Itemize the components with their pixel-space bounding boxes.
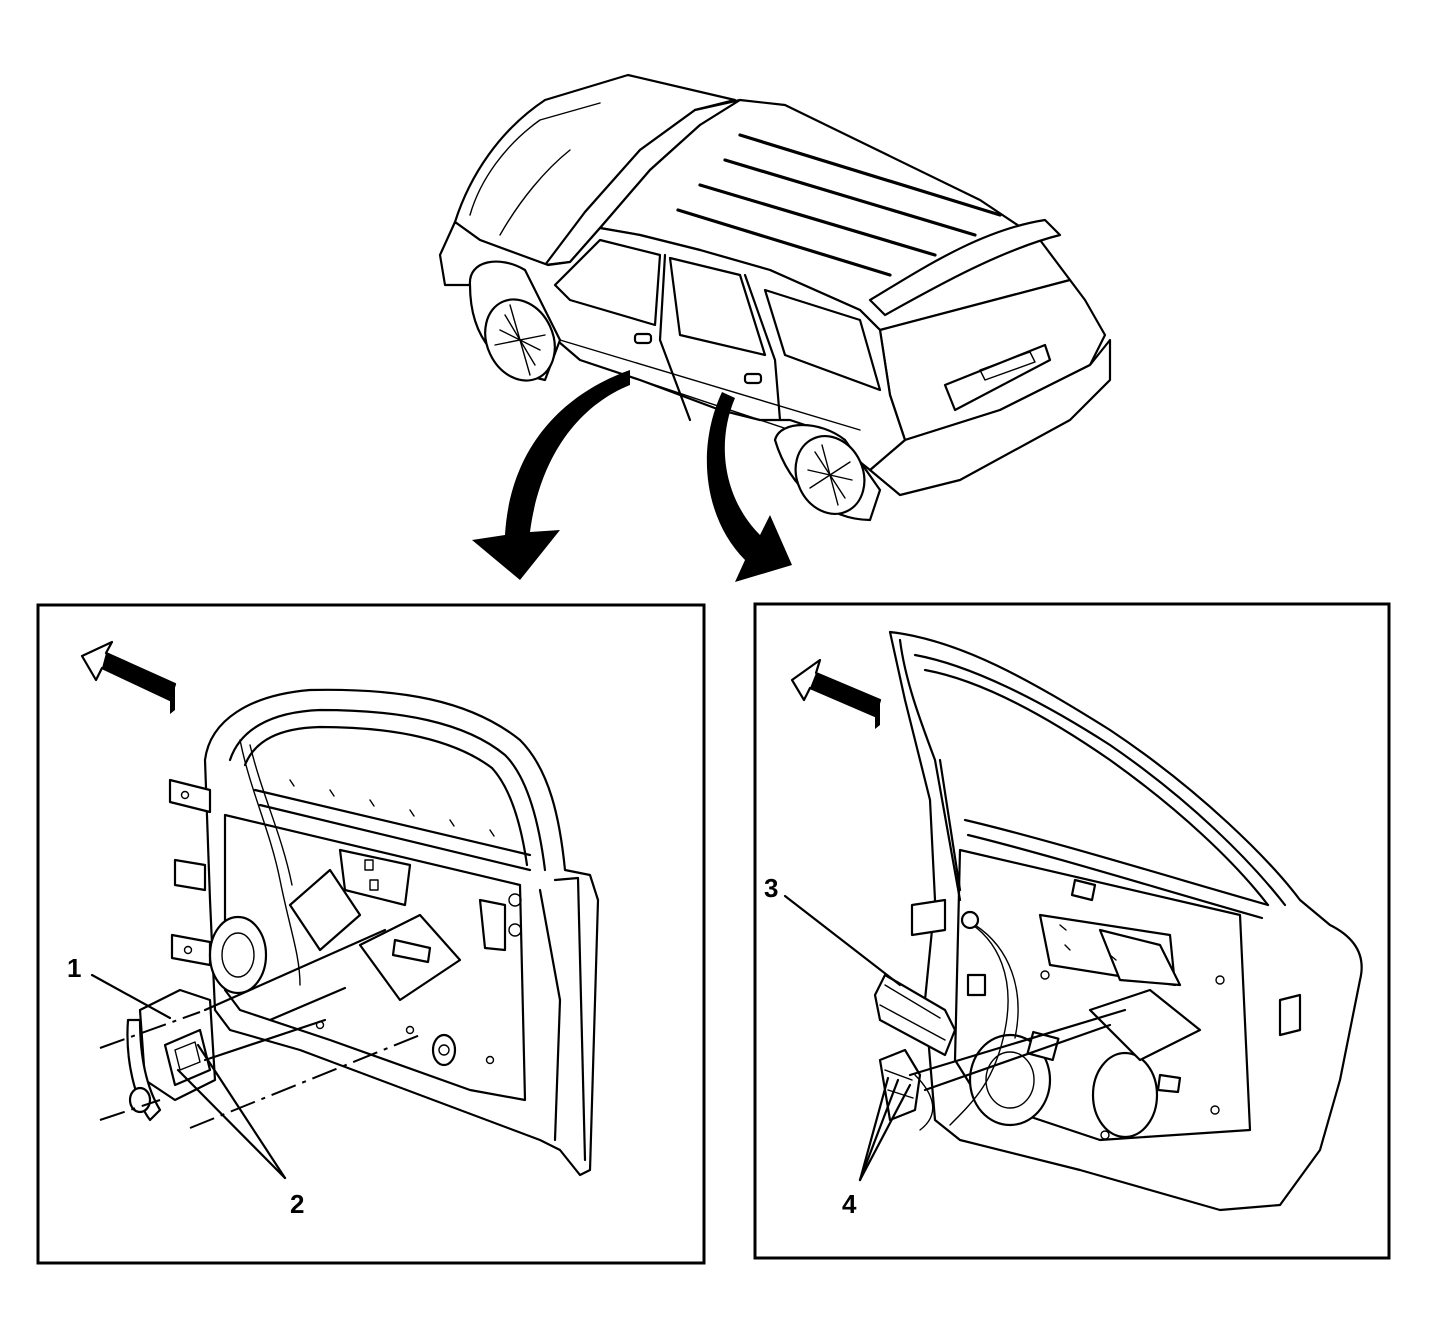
callout-2: 2 [290,1189,304,1219]
front-door-panel [36,603,706,1265]
callout-1: 1 [67,953,81,983]
module-component [126,988,217,1122]
forward-direction-arrow-icon [80,640,177,714]
rear-door-panel [753,602,1391,1260]
vehicle-illustration [438,73,1112,522]
callout-arrow [472,370,792,582]
callout-arrow-right [706,392,792,582]
callout-arrow-left [472,370,630,580]
callout-3: 3 [764,873,778,903]
forward-direction-arrow-icon [790,658,882,729]
callout-4: 4 [842,1189,857,1219]
